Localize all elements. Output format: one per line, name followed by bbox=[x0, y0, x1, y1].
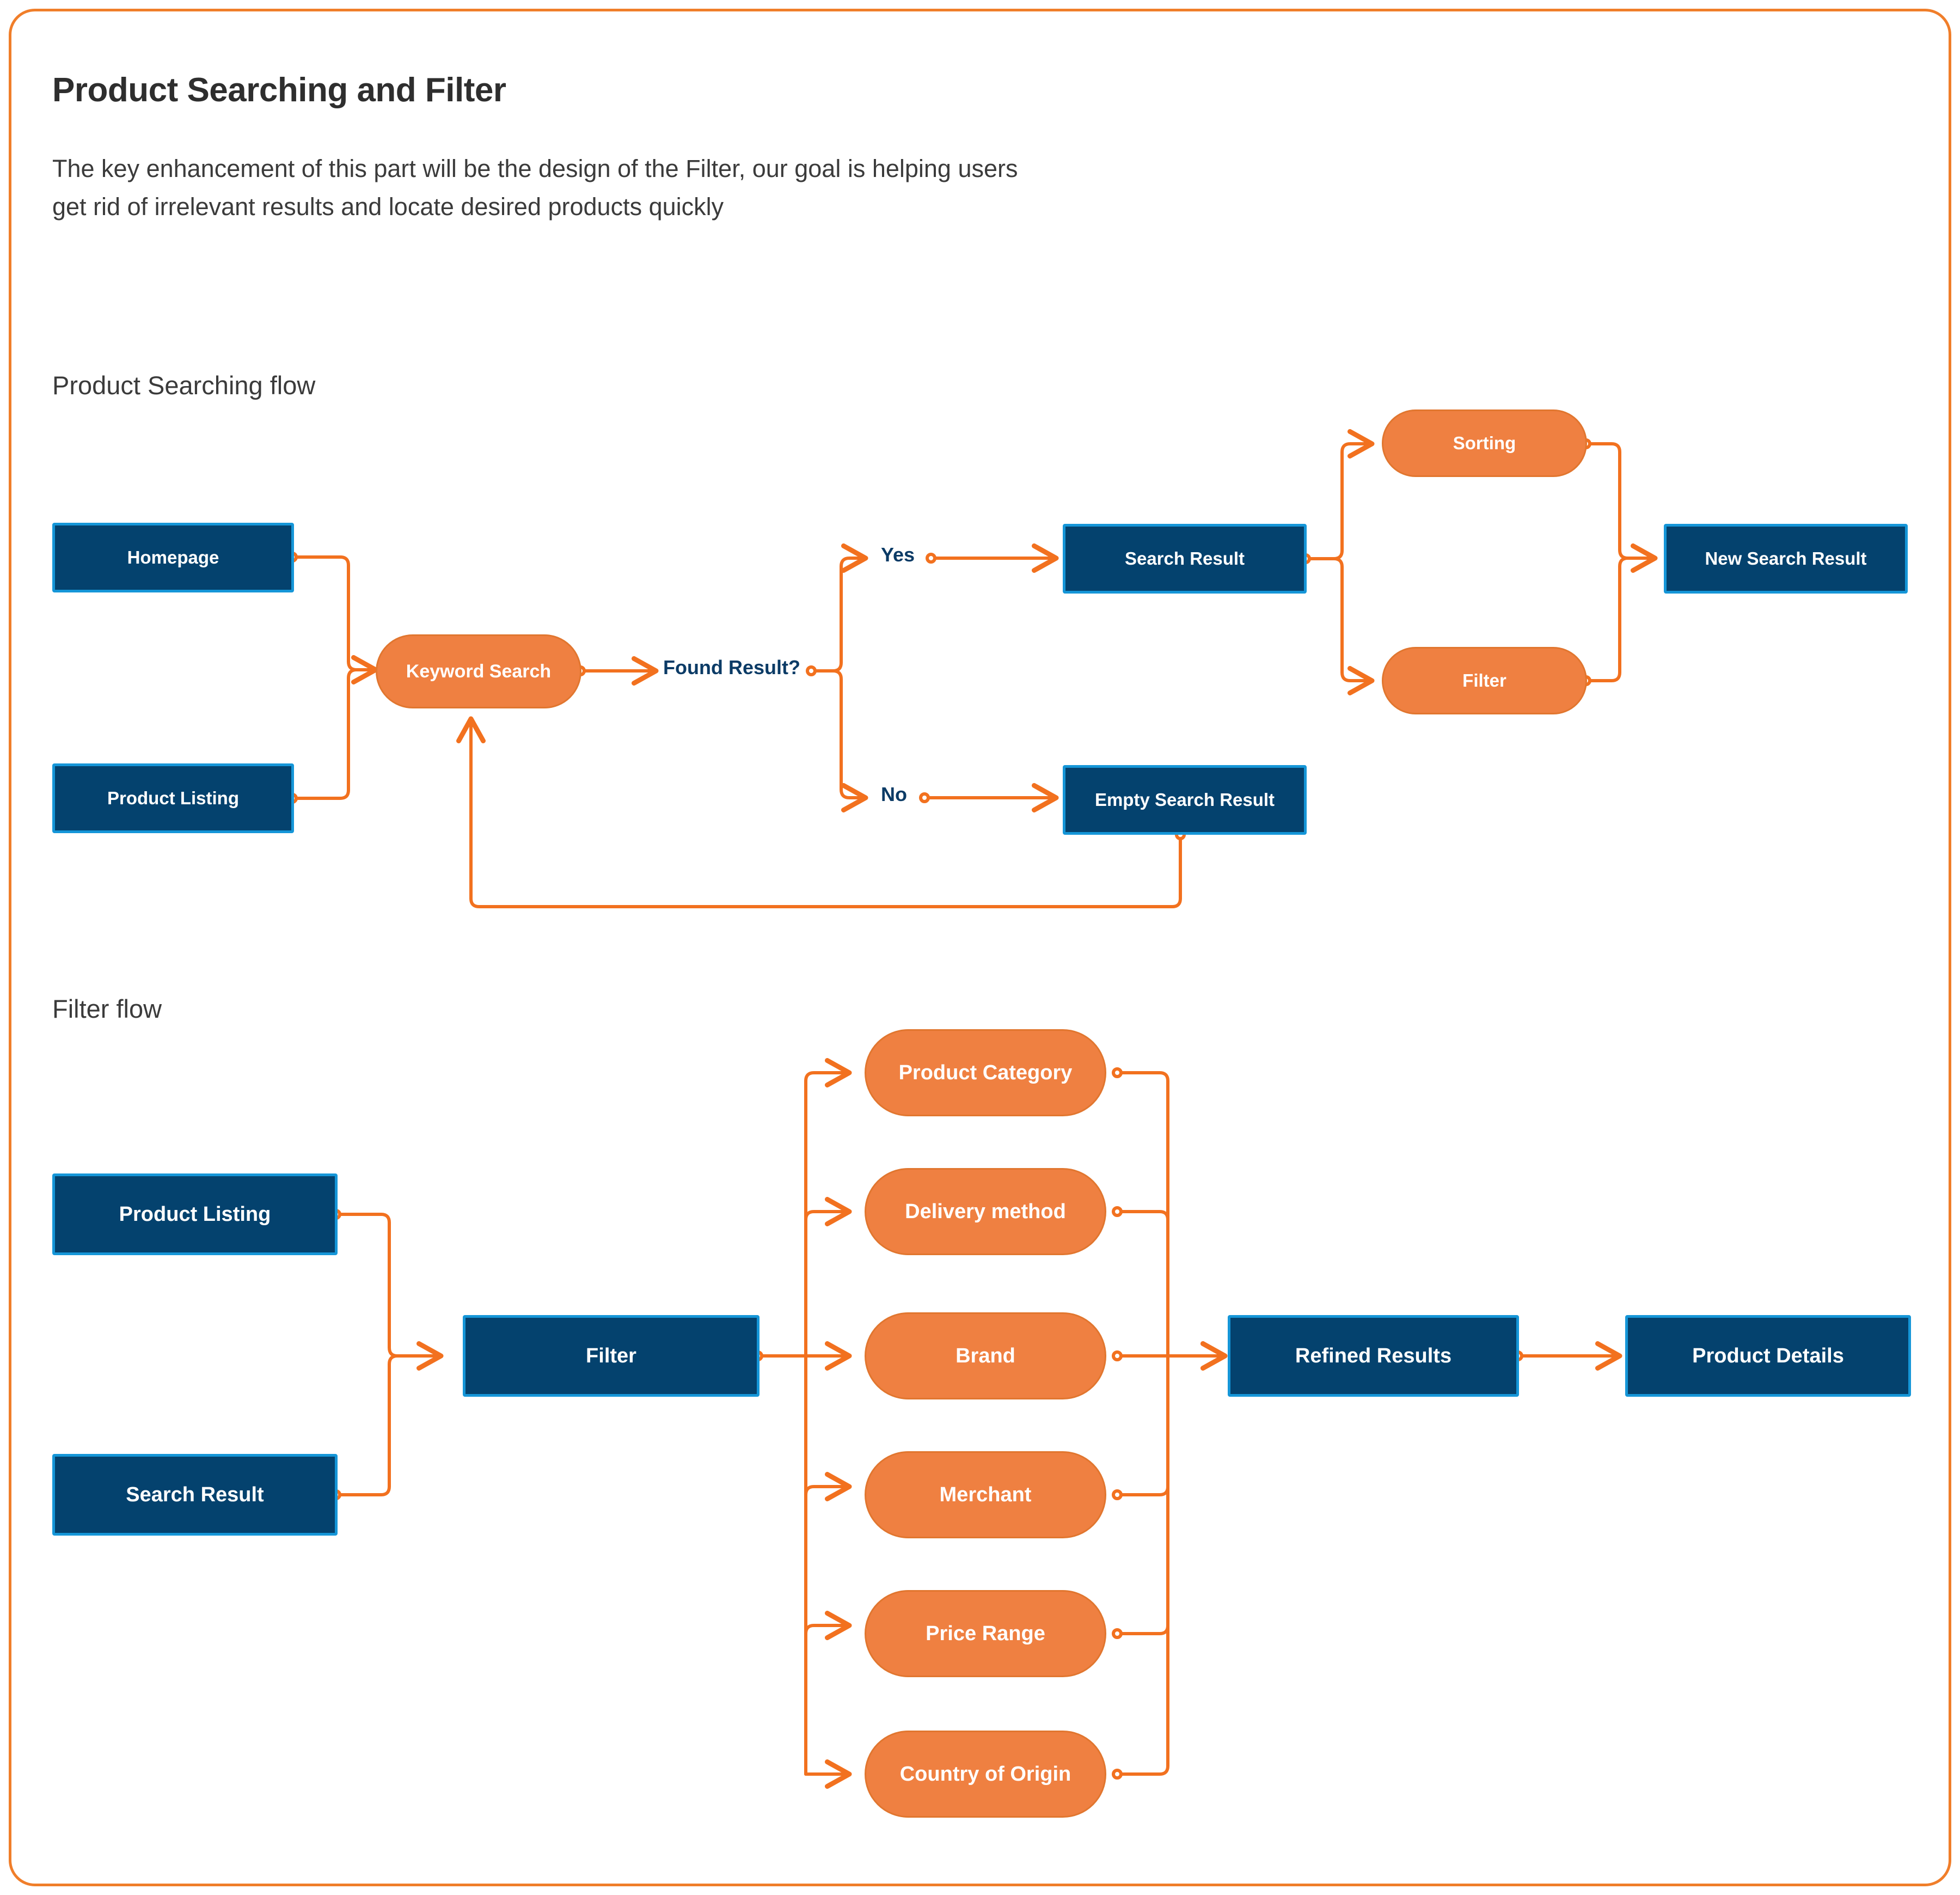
node-label: Homepage bbox=[127, 547, 219, 567]
node-yes-label: Yes bbox=[881, 543, 915, 566]
node-label: Filter bbox=[586, 1344, 636, 1367]
node-label: Product Listing bbox=[119, 1202, 271, 1226]
node-label: New Search Result bbox=[1705, 548, 1867, 568]
node-product-listing-2[interactable]: Product Listing bbox=[52, 1173, 338, 1255]
node-product-listing[interactable]: Product Listing bbox=[52, 763, 294, 833]
node-label: Delivery method bbox=[905, 1200, 1066, 1223]
node-empty-search-result[interactable]: Empty Search Result bbox=[1063, 765, 1307, 835]
node-delivery-method[interactable]: Delivery method bbox=[865, 1168, 1106, 1255]
node-merchant[interactable]: Merchant bbox=[865, 1451, 1106, 1538]
node-label: Search Result bbox=[1124, 548, 1245, 568]
node-label: Search Result bbox=[126, 1483, 264, 1506]
node-search-result[interactable]: Search Result bbox=[1063, 524, 1307, 594]
page-subtitle: The key enhancement of this part will be… bbox=[52, 155, 1018, 221]
node-label: Product Details bbox=[1692, 1344, 1844, 1367]
node-label: Price Range bbox=[926, 1622, 1045, 1645]
card-frame bbox=[9, 9, 1951, 1886]
node-label: Country of Origin bbox=[899, 1762, 1071, 1786]
node-label: Merchant bbox=[939, 1483, 1032, 1506]
node-refined-results[interactable]: Refined Results bbox=[1228, 1315, 1519, 1397]
node-label: Filter bbox=[1462, 670, 1506, 690]
node-keyword-search[interactable]: Keyword Search bbox=[376, 634, 581, 708]
node-label: Empty Search Result bbox=[1094, 790, 1275, 810]
page-title: Product Searching and Filter bbox=[52, 71, 506, 109]
node-product-category[interactable]: Product Category bbox=[865, 1029, 1106, 1116]
node-filter-2[interactable]: Filter bbox=[463, 1315, 759, 1397]
node-label: Refined Results bbox=[1295, 1344, 1452, 1367]
node-label: Found Result? bbox=[663, 656, 800, 678]
node-sorting[interactable]: Sorting bbox=[1382, 409, 1587, 477]
node-label: Sorting bbox=[1453, 433, 1516, 453]
node-label: Product Category bbox=[898, 1061, 1073, 1084]
section-title-searching-flow: Product Searching flow bbox=[52, 371, 316, 400]
node-brand[interactable]: Brand bbox=[865, 1312, 1106, 1399]
node-label: Brand bbox=[955, 1344, 1015, 1367]
node-price-range[interactable]: Price Range bbox=[865, 1590, 1106, 1677]
node-no-label: No bbox=[881, 783, 907, 806]
section-title-filter-flow: Filter flow bbox=[52, 994, 162, 1023]
node-country-of-origin[interactable]: Country of Origin bbox=[865, 1731, 1106, 1818]
node-new-search-result[interactable]: New Search Result bbox=[1664, 524, 1908, 594]
node-label: Product Listing bbox=[107, 788, 239, 808]
node-found-result: Found Result? bbox=[663, 656, 800, 679]
node-search-result-2[interactable]: Search Result bbox=[52, 1454, 338, 1536]
node-label: Yes bbox=[881, 543, 915, 566]
node-label: No bbox=[881, 783, 907, 805]
node-product-details[interactable]: Product Details bbox=[1625, 1315, 1911, 1397]
node-filter[interactable]: Filter bbox=[1382, 647, 1587, 714]
node-label: Keyword Search bbox=[406, 661, 552, 682]
node-homepage[interactable]: Homepage bbox=[52, 523, 294, 592]
